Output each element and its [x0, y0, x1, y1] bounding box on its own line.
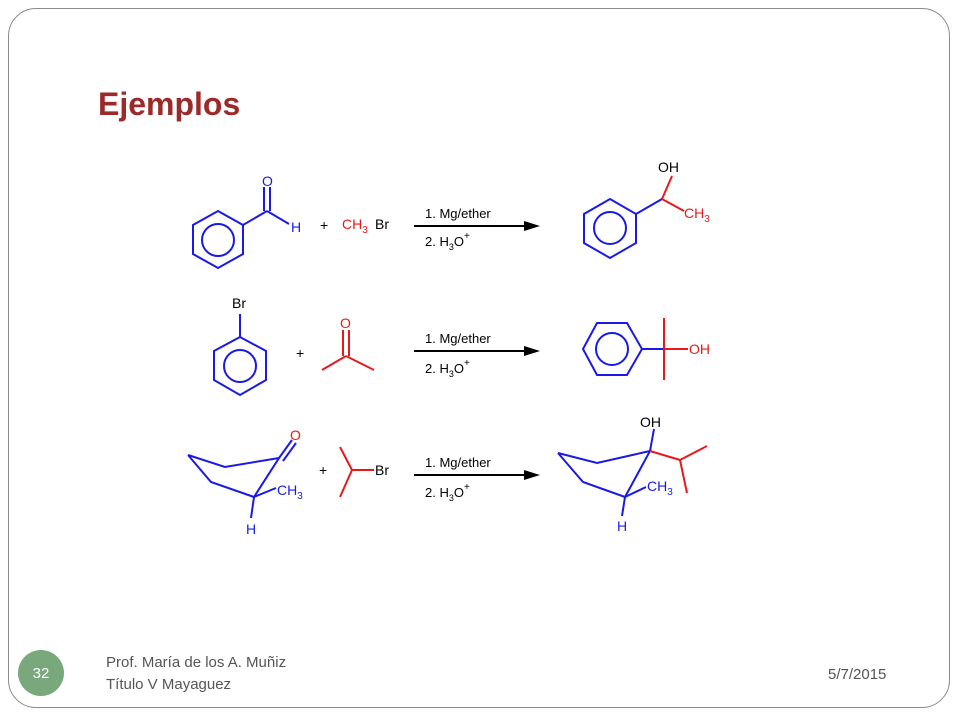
product-2-structure [581, 318, 688, 380]
plus-sign: + [320, 217, 328, 233]
reaction-3: O CH3 H + Br 1. Mg/ether 2. H3O+ OH CH3 … [187, 414, 708, 537]
bromobenzene-structure [213, 314, 267, 397]
aldehyde-h-label: H [291, 219, 301, 235]
condition-step1: 1. Mg/ether [425, 206, 491, 221]
reaction-arrow-head [524, 221, 540, 231]
bromine-label: Br [232, 295, 246, 311]
bromine-label: Br [375, 462, 389, 478]
page-number-badge: 32 [18, 650, 64, 696]
reagent-br-label: Br [375, 216, 389, 232]
footer-author-line2: Título V Mayaguez [106, 676, 232, 693]
condition-step1: 1. Mg/ether [425, 331, 491, 346]
product-oh-label: OH [640, 414, 661, 430]
isopropyl-bromide-structure [339, 446, 374, 498]
bicyclic-ketone-structure [187, 439, 297, 519]
product-ch3-label: CH3 [647, 478, 673, 498]
reaction-scheme: O H + CH3 Br 1. Mg/ether 2. H3O+ OH CH3 … [187, 159, 710, 537]
reaction-arrow-head [524, 346, 540, 356]
ketone-h-label: H [246, 521, 256, 537]
footer-author: Prof. María de los A. Muñiz Título V May… [106, 652, 286, 696]
benzaldehyde-structure [192, 187, 290, 270]
product-3-structure [557, 428, 708, 517]
reaction-2: Br + O 1. Mg/ether 2. H3O+ OH [213, 295, 710, 397]
ketone-ch3-label: CH3 [277, 482, 303, 502]
acetone-o-label: O [340, 315, 351, 331]
condition-step2: 2. H3O+ [425, 482, 470, 503]
slide-title: Ejemplos [98, 86, 241, 122]
product-h-label: H [617, 518, 627, 534]
reaction-1: O H + CH3 Br 1. Mg/ether 2. H3O+ OH CH3 [192, 159, 710, 270]
plus-sign: + [319, 462, 327, 478]
condition-step2: 2. H3O+ [425, 358, 470, 379]
product-ch3-label: CH3 [684, 205, 710, 225]
reaction-arrow-head [524, 470, 540, 480]
plus-sign: + [296, 345, 304, 361]
footer-author-line1: Prof. María de los A. Muñiz [106, 654, 287, 671]
footer-date: 5/7/2015 [828, 666, 887, 683]
product-1-structure [583, 175, 685, 260]
carbonyl-o-label: O [262, 173, 273, 189]
slide-frame [8, 8, 950, 708]
product-oh-label: OH [658, 159, 679, 175]
ketone-o-label: O [290, 427, 301, 443]
condition-step2: 2. H3O+ [425, 231, 470, 252]
reagent-ch-label: CH3 [342, 216, 368, 236]
acetone-structure [321, 330, 375, 371]
product-oh-label: OH [689, 341, 710, 357]
condition-step1: 1. Mg/ether [425, 455, 491, 470]
